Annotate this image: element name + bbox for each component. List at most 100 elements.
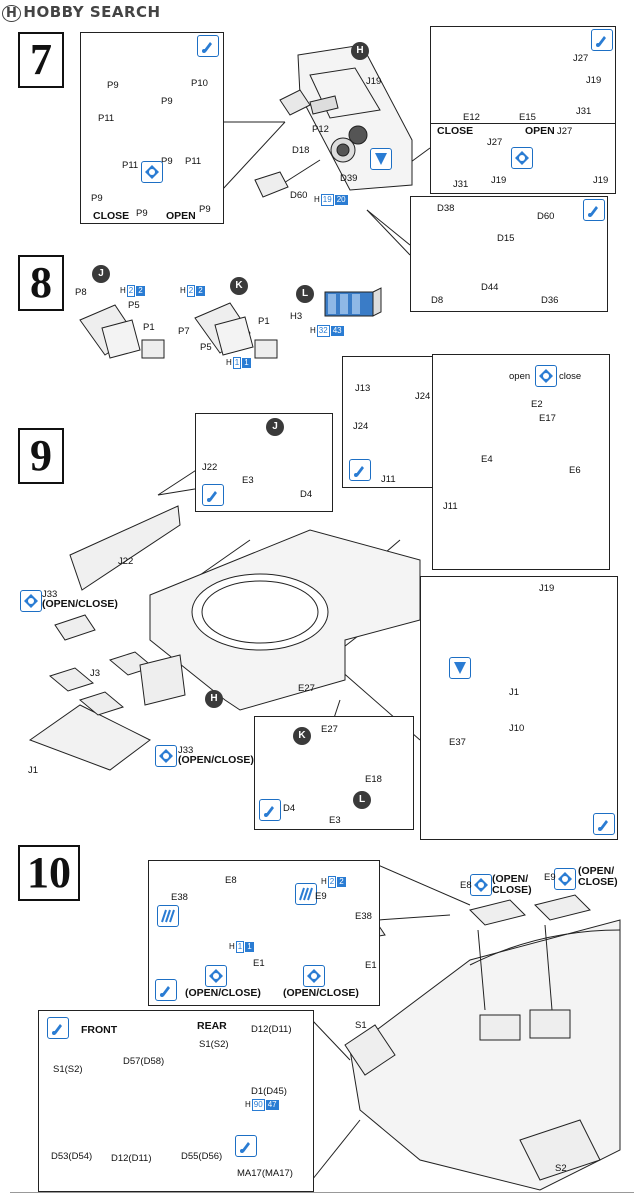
part-label: J1 (509, 687, 520, 698)
step-9-number: 9 (18, 428, 64, 484)
part-label: P8 (75, 287, 87, 298)
part-label: P1 (258, 316, 270, 327)
part-label: S1(S2) (53, 1064, 83, 1075)
option-label: (OPEN/ (578, 865, 615, 877)
open-label: OPEN (525, 125, 555, 137)
part-label: D15 (497, 233, 515, 244)
glue-icon (197, 35, 219, 57)
part-label: J33 (42, 589, 58, 600)
step-8-number: 8 (18, 255, 64, 311)
part-label: J1 (28, 765, 39, 776)
step-9-inset-e27: K E27 E18 L D4 E3 (254, 716, 414, 830)
part-label: D44 (481, 282, 499, 293)
photo-etch-icon (157, 905, 179, 927)
option-icon (205, 965, 227, 987)
option-icon (554, 868, 576, 890)
front-label: FRONT (81, 1024, 118, 1036)
part-label: P9 (91, 193, 103, 204)
part-label: E3 (242, 475, 254, 486)
part-label: S1 (355, 1020, 367, 1031)
option-icon (303, 965, 325, 987)
part-label: J31 (453, 179, 469, 190)
glue-icon (235, 1135, 257, 1157)
part-label: D60 (290, 190, 308, 201)
part-label: E1 (365, 960, 377, 971)
part-label: J31 (576, 106, 592, 117)
step-7-inset-plate: J27 J19 E12 E15 J31 CLOSE OPEN J27 J27 J… (430, 26, 616, 194)
part-label: P9 (199, 204, 211, 215)
part-ref-l: L (353, 791, 371, 809)
option-label: (OPEN/CLOSE) (178, 754, 254, 766)
part-label: J11 (443, 501, 458, 512)
part-label: P12 (312, 124, 329, 135)
option-label: (OPEN/CLOSE) (283, 987, 359, 999)
glue-icon (47, 1017, 69, 1039)
glue-icon (593, 813, 615, 835)
option-icon (535, 365, 557, 387)
part-label: J27 (557, 126, 573, 137)
part-label: D12(D11) (251, 1024, 292, 1035)
part-label: E18 (365, 774, 382, 785)
part-label: E8 (460, 880, 472, 891)
glue-icon (155, 979, 177, 1001)
part-label: S2 (555, 1163, 567, 1174)
part-label: D36 (541, 295, 559, 306)
close-label: close (559, 371, 582, 382)
part-label: J22 (202, 462, 218, 473)
part-label: P5 (200, 342, 212, 353)
remove-icon (449, 657, 471, 679)
part-label: J19 (586, 75, 602, 86)
open-label: open (509, 371, 531, 382)
part-label: E38 (171, 892, 188, 903)
part-label: E9 (315, 891, 327, 902)
part-label: J27 (487, 137, 503, 148)
close-label: CLOSE (93, 210, 130, 222)
part-label: E27 (298, 683, 315, 694)
part-ref-l: L (296, 285, 314, 303)
part-ref-h: H (205, 690, 223, 708)
part-label: D53(D54) (51, 1151, 93, 1162)
part-label: E6 (569, 465, 581, 476)
part-label: J24 (353, 421, 369, 432)
part-label: P5 (128, 300, 140, 311)
part-label: E37 (449, 737, 466, 748)
part-label: D8 (431, 295, 444, 306)
part-label: D38 (437, 203, 455, 214)
remove-icon (370, 148, 392, 170)
part-label: S1(S2) (199, 1039, 229, 1050)
part-label: P9 (161, 96, 173, 107)
part-label: P11 (98, 113, 115, 124)
part-label: E3 (329, 815, 341, 826)
option-label: (OPEN/CLOSE) (185, 987, 261, 999)
glue-icon (583, 199, 605, 221)
part-label: E17 (539, 413, 556, 424)
step-9-inset-wheels: J13 J24 J24 J11 (342, 356, 442, 488)
part-label: J19 (491, 175, 507, 186)
part-label: D55(D56) (181, 1151, 223, 1162)
part-label: P9 (107, 80, 119, 91)
part-label: J3 (90, 668, 101, 679)
part-label: D4 (300, 489, 313, 500)
part-label: J19 (593, 175, 609, 186)
part-label: J13 (355, 383, 371, 394)
part-ref-k: K (293, 727, 311, 745)
part-label: J33 (178, 745, 194, 756)
part-label: E9 (544, 872, 556, 883)
part-label: D4 (283, 803, 296, 814)
part-label: MA17(MA17) (237, 1168, 293, 1179)
part-label: J22 (118, 556, 134, 567)
part-label: E12 (463, 112, 480, 123)
part-label: D1(D45) (251, 1086, 287, 1097)
part-ref-j: J (266, 418, 284, 436)
part-label: P7 (178, 326, 190, 337)
option-label: CLOSE) (578, 876, 618, 888)
step-9-inset-deck: open close E2 E17 E4 E6 J11 (432, 354, 610, 570)
part-ref-k: K (230, 277, 248, 295)
